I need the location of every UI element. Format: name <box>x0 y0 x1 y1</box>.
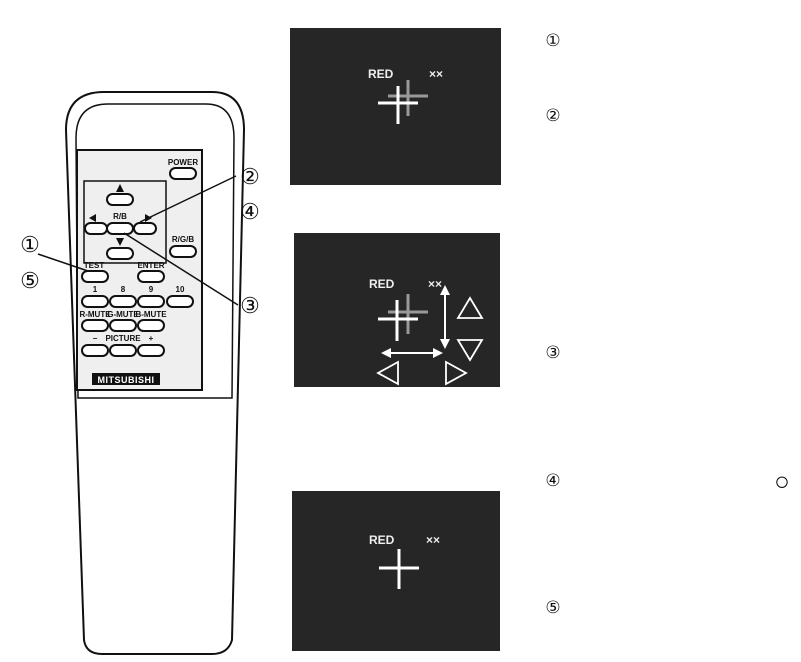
screen-step-1: RED ×× <box>290 28 501 185</box>
callout-line-1 <box>37 253 89 272</box>
key-1-button[interactable] <box>81 295 109 308</box>
up-arrow-icon <box>116 184 124 192</box>
callout-4: ④ <box>240 199 260 224</box>
screen-2-color-label: RED <box>369 277 395 291</box>
key-9-label: 9 <box>149 285 154 294</box>
key-10-label: 10 <box>176 285 185 294</box>
key-10-button[interactable] <box>166 295 194 308</box>
rb-key-label: R/B <box>113 212 127 221</box>
screen-3-color-label: RED <box>369 533 395 547</box>
callout-3: ③ <box>240 293 260 318</box>
horizontal-arrow-right-head <box>433 348 443 358</box>
down-button[interactable] <box>106 247 134 260</box>
down-triangle-icon <box>456 339 484 362</box>
screen-3-mark: ×× <box>426 533 440 547</box>
b-mute-label: B-MUTE <box>135 310 167 319</box>
picture-label: PICTURE <box>105 334 141 343</box>
picture-minus-label: − <box>93 334 98 343</box>
screen-1-background <box>290 28 501 185</box>
left-arrow-icon <box>89 214 96 222</box>
arrow-key-frame <box>83 180 167 264</box>
right-triangle-icon <box>445 360 468 386</box>
callout-line-3 <box>123 232 239 306</box>
enter-button[interactable] <box>137 270 165 283</box>
down-arrow-icon <box>116 238 124 246</box>
picture-button[interactable] <box>109 344 137 357</box>
test-button[interactable] <box>81 270 109 283</box>
screen-3-background <box>292 491 500 651</box>
b-mute-button[interactable] <box>137 319 165 332</box>
callout-5: ⑤ <box>20 268 40 293</box>
screen-1-mark: ×× <box>429 67 443 81</box>
step-2-marker: ② <box>545 106 560 125</box>
screen-2-mark: ×× <box>428 277 442 291</box>
horizontal-arrow-left-head <box>381 348 391 358</box>
picture-plus-button[interactable] <box>137 344 165 357</box>
rgb-key-label: R/G/B <box>172 235 194 244</box>
step-1-marker: ① <box>545 31 560 50</box>
vertical-arrow-down-head <box>440 339 450 349</box>
key-9-button[interactable] <box>137 295 165 308</box>
up-button[interactable] <box>106 193 134 206</box>
rb-button[interactable] <box>106 222 134 235</box>
picture-plus-label: + <box>149 334 154 343</box>
brand-plate <box>92 373 160 385</box>
key-8-button[interactable] <box>109 295 137 308</box>
r-mute-label: R-MUTE <box>79 310 111 319</box>
vertical-arrow-up-head <box>440 285 450 295</box>
step-3-marker: ③ <box>545 343 560 362</box>
remote-inner-outline <box>75 103 235 399</box>
power-button[interactable] <box>169 167 197 180</box>
up-triangle-icon <box>456 296 484 319</box>
right-button[interactable] <box>133 222 157 235</box>
key-8-label: 8 <box>121 285 126 294</box>
left-button[interactable] <box>84 222 108 235</box>
r-mute-button[interactable] <box>81 319 109 332</box>
screen-step-5: RED ×× <box>292 491 500 651</box>
g-mute-button[interactable] <box>109 319 137 332</box>
key-1-label: 1 <box>93 285 98 294</box>
callout-line-2 <box>139 175 237 223</box>
step-5-marker: ⑤ <box>545 598 560 617</box>
brand-logo: MITSUBISHI <box>97 375 154 385</box>
callout-1: ① <box>20 232 40 257</box>
test-key-label: TEST <box>84 261 105 270</box>
left-triangle-icon <box>376 360 399 386</box>
power-key-label: POWER <box>168 158 198 167</box>
picture-minus-button[interactable] <box>81 344 109 357</box>
callout-2: ② <box>240 164 260 189</box>
circle-mark: ○ <box>774 466 790 496</box>
rgb-button[interactable] <box>169 245 197 258</box>
remote-control: POWER R/B R/G/B TEST ENTER 1 8 9 10 R-MU… <box>20 91 260 655</box>
g-mute-label: G-MUTE <box>107 310 139 319</box>
step-markers: ① ② ③ ④ ⑤ ○ <box>545 31 789 617</box>
step-4-marker: ④ <box>545 471 560 490</box>
screen-1-color-label: RED <box>368 67 394 81</box>
screen-step-3: RED ×× <box>294 233 500 387</box>
enter-key-label: ENTER <box>137 261 164 270</box>
